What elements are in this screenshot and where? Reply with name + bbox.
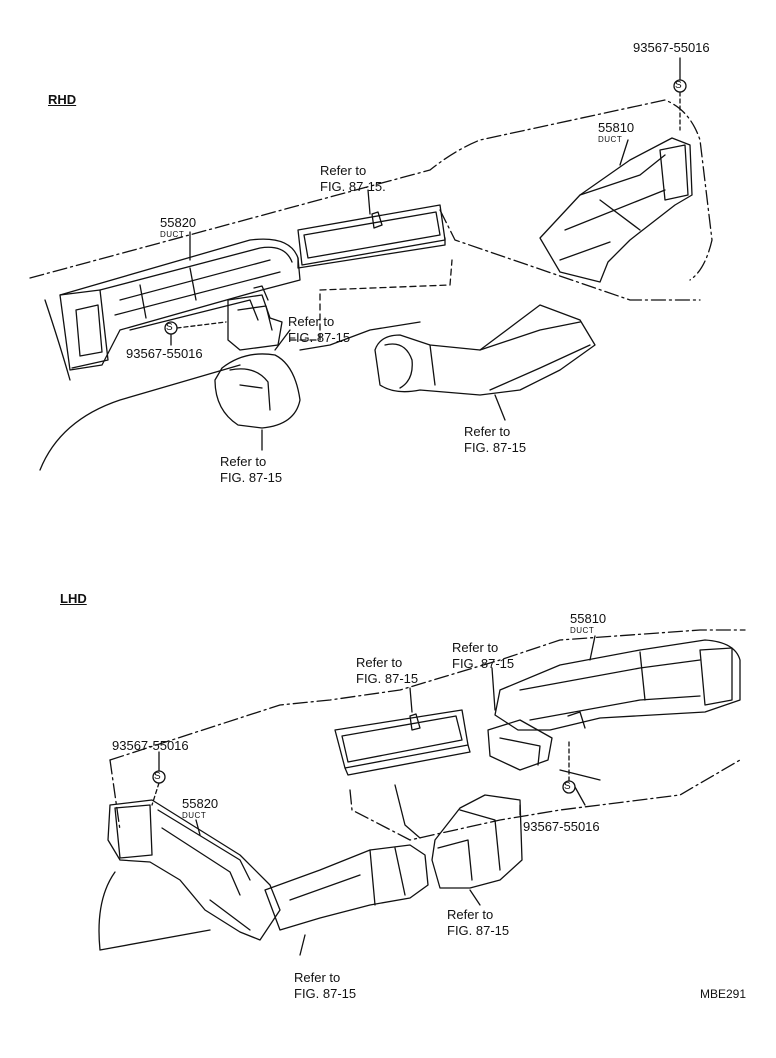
lhd-ref-bracket-line2: FIG. 87-15 bbox=[452, 656, 515, 671]
rhd-lower-right-duct bbox=[374, 304, 596, 396]
rhd-section-title: RHD bbox=[48, 92, 77, 107]
lhd-ref-lower-right-line2: FIG. 87-15 bbox=[447, 923, 510, 938]
lhd-duct-55810 bbox=[494, 639, 741, 731]
lhd-screw-right-label: 93567-55016 bbox=[523, 819, 600, 834]
lhd-center-bracket bbox=[487, 711, 586, 771]
rhd-part-55820-number: 55820 bbox=[160, 215, 197, 230]
rhd-ref-center-line1: Refer to bbox=[320, 163, 367, 178]
rhd-dashboard-outline bbox=[29, 99, 713, 301]
lhd-screw-left-label: 93567-55016 bbox=[112, 738, 189, 753]
rhd-center-register bbox=[297, 204, 446, 269]
rhd-screw-left-letter: S bbox=[166, 322, 173, 333]
rhd-duct-55820 bbox=[59, 238, 301, 371]
figure-code: MBE291 bbox=[700, 987, 747, 1001]
lhd-ref-bracket-line1: Refer to bbox=[452, 640, 499, 655]
rhd-ref-center-line2: FIG. 87-15. bbox=[320, 179, 386, 194]
lhd-lower-right-outlet bbox=[431, 794, 523, 889]
lhd-part-55820-name: DUCT bbox=[182, 811, 207, 820]
rhd-ref-lower-left-line1: Refer to bbox=[220, 454, 267, 469]
rhd-part-55820-name: DUCT bbox=[160, 230, 185, 239]
rhd-ref-bracket-line1: Refer to bbox=[288, 314, 335, 329]
lhd-screw-left-letter: S bbox=[154, 771, 161, 782]
rhd-part-55810-number: 55810 bbox=[598, 120, 635, 135]
rhd-ref-lower-right-line2: FIG. 87-15 bbox=[464, 440, 527, 455]
rhd-center-bracket bbox=[227, 285, 283, 351]
rhd-ref-bracket-line2: FIG. 87-15 bbox=[288, 330, 351, 345]
rhd-part-55810-name: DUCT bbox=[598, 135, 623, 144]
rhd-ref-lower-right-line1: Refer to bbox=[464, 424, 511, 439]
rhd-screw-left-label: 93567-55016 bbox=[126, 346, 203, 361]
rhd-dash-lower-outline bbox=[39, 299, 421, 471]
lhd-ref-center-line1: Refer to bbox=[356, 655, 403, 670]
lhd-section-title: LHD bbox=[60, 591, 87, 606]
lhd-center-register bbox=[334, 709, 471, 776]
lhd-ref-lower-right-line1: Refer to bbox=[447, 907, 494, 922]
rhd-screw-top-letter: S bbox=[675, 80, 682, 91]
lhd-part-55810-name: DUCT bbox=[570, 626, 595, 635]
lhd-dashboard-outline bbox=[109, 629, 746, 841]
rhd-ref-lower-left-line2: FIG. 87-15 bbox=[220, 470, 283, 485]
rhd-duct-55810 bbox=[539, 137, 693, 283]
lhd-screw-right-letter: S bbox=[564, 781, 571, 792]
rhd-lower-left-outlet bbox=[214, 353, 301, 429]
lhd-dash-lower-outline bbox=[98, 769, 601, 951]
lhd-part-55820-number: 55820 bbox=[182, 796, 219, 811]
lhd-ref-lower-center-line1: Refer to bbox=[294, 970, 341, 985]
rhd-screw-top-label: 93567-55016 bbox=[633, 40, 710, 55]
lhd-lower-center-duct bbox=[264, 844, 429, 931]
lhd-part-55810-number: 55810 bbox=[570, 611, 607, 626]
lhd-duct-55820 bbox=[107, 799, 281, 941]
lhd-ref-lower-center-line2: FIG. 87-15 bbox=[294, 986, 357, 1001]
lhd-ref-center-line2: FIG. 87-15 bbox=[356, 671, 419, 686]
